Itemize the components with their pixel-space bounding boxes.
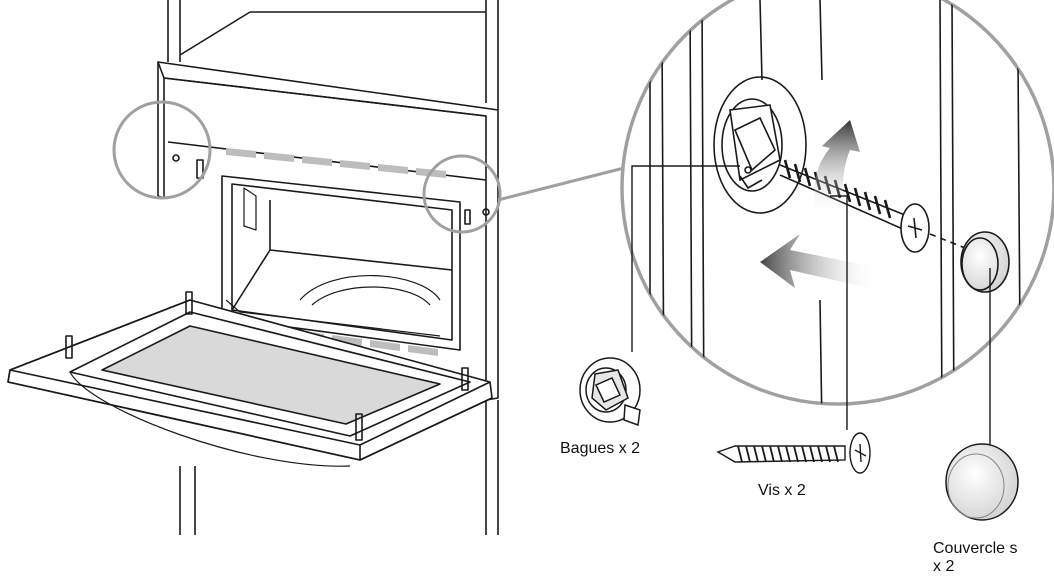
bush-part	[579, 357, 641, 427]
part-leaders	[631, 165, 991, 446]
oven-callout-circles	[112, 100, 502, 234]
screw-part	[716, 432, 871, 474]
magnify-leader	[497, 166, 625, 202]
arrow-icon	[760, 120, 880, 290]
oven-illustration	[7, 0, 625, 535]
bagues-label: Bagues x 2	[560, 440, 641, 457]
top-vents	[226, 148, 446, 178]
cap-part	[945, 443, 1019, 521]
magnified-cap	[960, 231, 1010, 293]
couvercles-label: Couvercle s x 2	[933, 540, 1018, 575]
cabinet	[167, 0, 499, 535]
magnified-detail	[620, 0, 1054, 446]
vis-label: Vis x 2	[758, 482, 806, 499]
oven-cavity	[221, 175, 461, 351]
oven-door	[7, 291, 493, 467]
installed-bush	[713, 76, 807, 214]
